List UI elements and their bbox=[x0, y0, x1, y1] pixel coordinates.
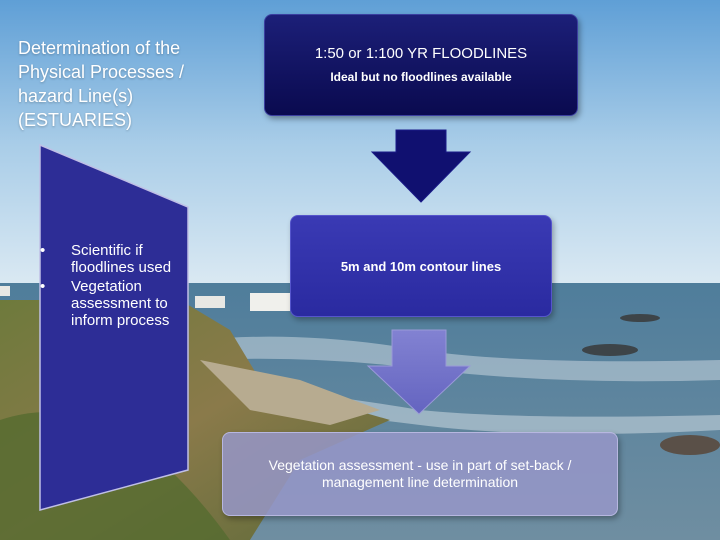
floodlines-box: 1:50 or 1:100 YR FLOODLINES Ideal but no… bbox=[264, 14, 578, 116]
bullet-text: Scientific if floodlines used bbox=[71, 242, 172, 276]
title-line-2: Physical Processes / bbox=[18, 62, 185, 82]
contour-lines-box: 5m and 10m contour lines bbox=[290, 215, 552, 317]
title-line-1: Determination of the bbox=[18, 38, 181, 58]
floodlines-heading: 1:50 or 1:100 YR FLOODLINES bbox=[314, 45, 528, 62]
slide-title: Determination of the Physical Processes … bbox=[18, 36, 248, 132]
bullet-text: Vegetation assessment to inform process bbox=[71, 278, 170, 329]
contour-lines-text: 5m and 10m contour lines bbox=[340, 259, 502, 274]
title-line-4: (ESTUARIES) bbox=[18, 110, 133, 130]
bullet-marker: • bbox=[40, 278, 46, 295]
bullet-item: • Scientific if floodlines used bbox=[40, 242, 190, 276]
bullet-list: • Scientific if floodlines used • Vegeta… bbox=[40, 242, 190, 331]
floodlines-note: Ideal but no floodlines available bbox=[330, 70, 512, 84]
vegetation-assessment-box: Vegetation assessment - use in part of s… bbox=[222, 432, 618, 516]
vegetation-assessment-text: Vegetation assessment - use in part of s… bbox=[268, 457, 572, 490]
bullet-marker: • bbox=[40, 242, 46, 259]
bullet-item: • Vegetation assessment to inform proces… bbox=[40, 278, 190, 329]
title-line-3: hazard Line(s) bbox=[18, 86, 134, 106]
